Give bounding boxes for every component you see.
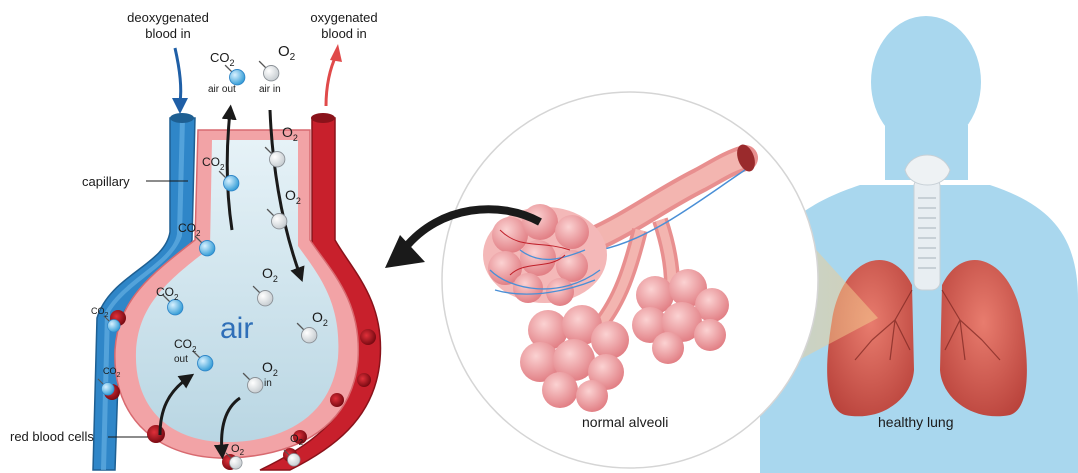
- oxygenated-label-line2: blood in: [321, 26, 367, 41]
- oxygenated-label-line1: oxygenated: [310, 10, 377, 25]
- normal-alveoli-label: normal alveoli: [582, 414, 668, 430]
- healthy-lung-label: healthy lung: [878, 414, 954, 430]
- blood-flow-arrows: [172, 44, 342, 114]
- co2-label: CO2: [210, 50, 235, 68]
- out-label: out: [174, 354, 188, 365]
- in-label: in: [264, 378, 272, 389]
- air-out-label: air out: [208, 84, 236, 95]
- deoxygenated-label-line2: blood in: [145, 26, 191, 41]
- deoxygenated-label-line1: deoxygenated: [127, 10, 209, 25]
- o2-label: O2: [278, 43, 296, 63]
- air-label: air: [220, 312, 253, 345]
- capillary-label: capillary: [82, 174, 130, 189]
- air-in-label: air in: [259, 84, 281, 95]
- red-blood-cells-label: red blood cells: [10, 429, 94, 444]
